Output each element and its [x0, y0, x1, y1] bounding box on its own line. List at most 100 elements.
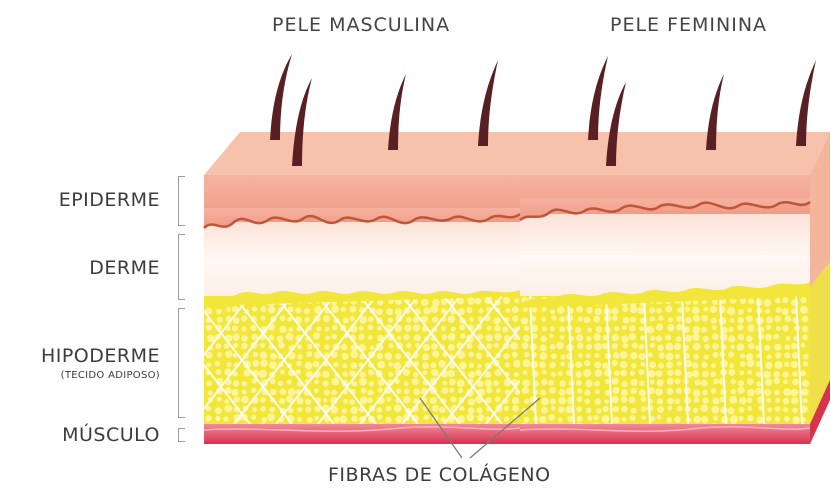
fat-cell: [208, 390, 213, 395]
fat-cell: [767, 407, 772, 412]
fat-cell: [641, 415, 646, 420]
fat-cell: [576, 380, 582, 386]
fat-cell: [621, 406, 628, 413]
fat-cell: [730, 379, 736, 385]
fat-cell: [657, 406, 664, 413]
fat-cell: [395, 353, 401, 359]
fat-cell: [477, 414, 484, 421]
fat-cell: [432, 316, 438, 322]
fat-cell: [575, 361, 582, 368]
fat-cell: [297, 344, 302, 349]
fat-cell: [632, 342, 638, 348]
fat-cell: [287, 317, 292, 322]
fat-cell: [567, 416, 573, 422]
fat-cell: [331, 334, 337, 340]
fat-cell: [657, 344, 664, 351]
fat-cell: [630, 415, 636, 421]
fat-cell: [377, 414, 382, 419]
fat-cell: [403, 396, 411, 404]
fat-cell: [648, 352, 653, 357]
fat-cell: [747, 415, 754, 422]
fat-cell: [217, 352, 222, 357]
fat-cell: [650, 316, 655, 321]
fat-cell: [521, 317, 529, 325]
female-dermis: [520, 214, 810, 300]
fat-cell: [704, 344, 710, 350]
fat-cell: [288, 327, 293, 332]
fat-cell: [738, 334, 744, 340]
fat-cell: [269, 407, 275, 413]
fat-cell: [350, 407, 358, 415]
fat-cell: [542, 307, 547, 312]
fat-cell: [630, 317, 636, 323]
fat-cell: [594, 343, 602, 351]
fat-cell: [485, 380, 492, 387]
fat-cell: [638, 369, 644, 375]
fat-cell: [676, 324, 683, 331]
fat-cell: [630, 371, 635, 376]
fat-cell: [622, 343, 628, 349]
fat-cell: [342, 408, 347, 413]
fat-cell: [523, 335, 530, 342]
fat-cell: [323, 315, 330, 322]
fat-cell: [502, 326, 508, 332]
fat-cell: [775, 398, 780, 403]
fat-cell: [586, 344, 592, 350]
bracket-hypodermis: [178, 308, 185, 418]
fat-cell: [268, 306, 275, 313]
fat-cell: [341, 307, 346, 312]
fat-cell: [412, 378, 419, 385]
fat-cell: [226, 362, 231, 367]
fat-cell: [333, 362, 338, 367]
fat-cell: [594, 362, 601, 369]
fat-cell: [476, 353, 483, 360]
fat-cell: [267, 413, 275, 421]
fat-cell: [612, 315, 618, 321]
fat-cell: [692, 326, 700, 334]
fat-cell: [388, 317, 394, 323]
fat-cell: [559, 316, 565, 322]
fat-cell: [441, 334, 447, 340]
fat-cell: [542, 326, 547, 331]
fat-cell: [322, 371, 329, 378]
fat-cell: [584, 389, 590, 395]
fat-cell: [487, 326, 492, 331]
fat-cell: [802, 334, 808, 340]
fat-cell: [693, 389, 701, 397]
fat-cell: [551, 315, 557, 321]
fat-cell: [449, 388, 454, 393]
fat-cell: [560, 335, 565, 340]
fat-cell: [711, 406, 719, 414]
fat-cell: [747, 370, 752, 375]
fat-cell: [674, 398, 680, 404]
fat-cell: [260, 352, 267, 359]
fat-cell: [666, 353, 674, 361]
fat-cell: [377, 361, 385, 369]
fat-cell: [639, 353, 646, 360]
fat-cell: [710, 306, 717, 313]
fat-cell: [701, 416, 708, 423]
fat-cell: [467, 413, 475, 421]
fat-cell: [747, 324, 754, 331]
fat-cell: [666, 417, 672, 423]
fat-cell: [782, 308, 789, 315]
fat-cell: [231, 389, 238, 396]
fat-cell: [279, 398, 285, 404]
fat-cell: [377, 325, 382, 330]
fat-cell: [384, 352, 392, 360]
fat-cell: [396, 388, 401, 393]
fat-cell: [727, 307, 735, 315]
fat-cell: [232, 325, 238, 331]
fat-cell: [477, 364, 482, 369]
fat-cell: [773, 371, 780, 378]
fat-cell: [233, 343, 238, 348]
fat-cell: [233, 317, 240, 324]
fat-cell: [522, 379, 530, 387]
fat-cell: [270, 353, 277, 360]
fat-cell: [629, 333, 636, 340]
fat-cell: [773, 334, 779, 340]
fat-cell: [548, 380, 554, 386]
fat-cell: [556, 342, 564, 350]
fat-cell: [430, 397, 437, 404]
fat-cell: [729, 396, 737, 404]
